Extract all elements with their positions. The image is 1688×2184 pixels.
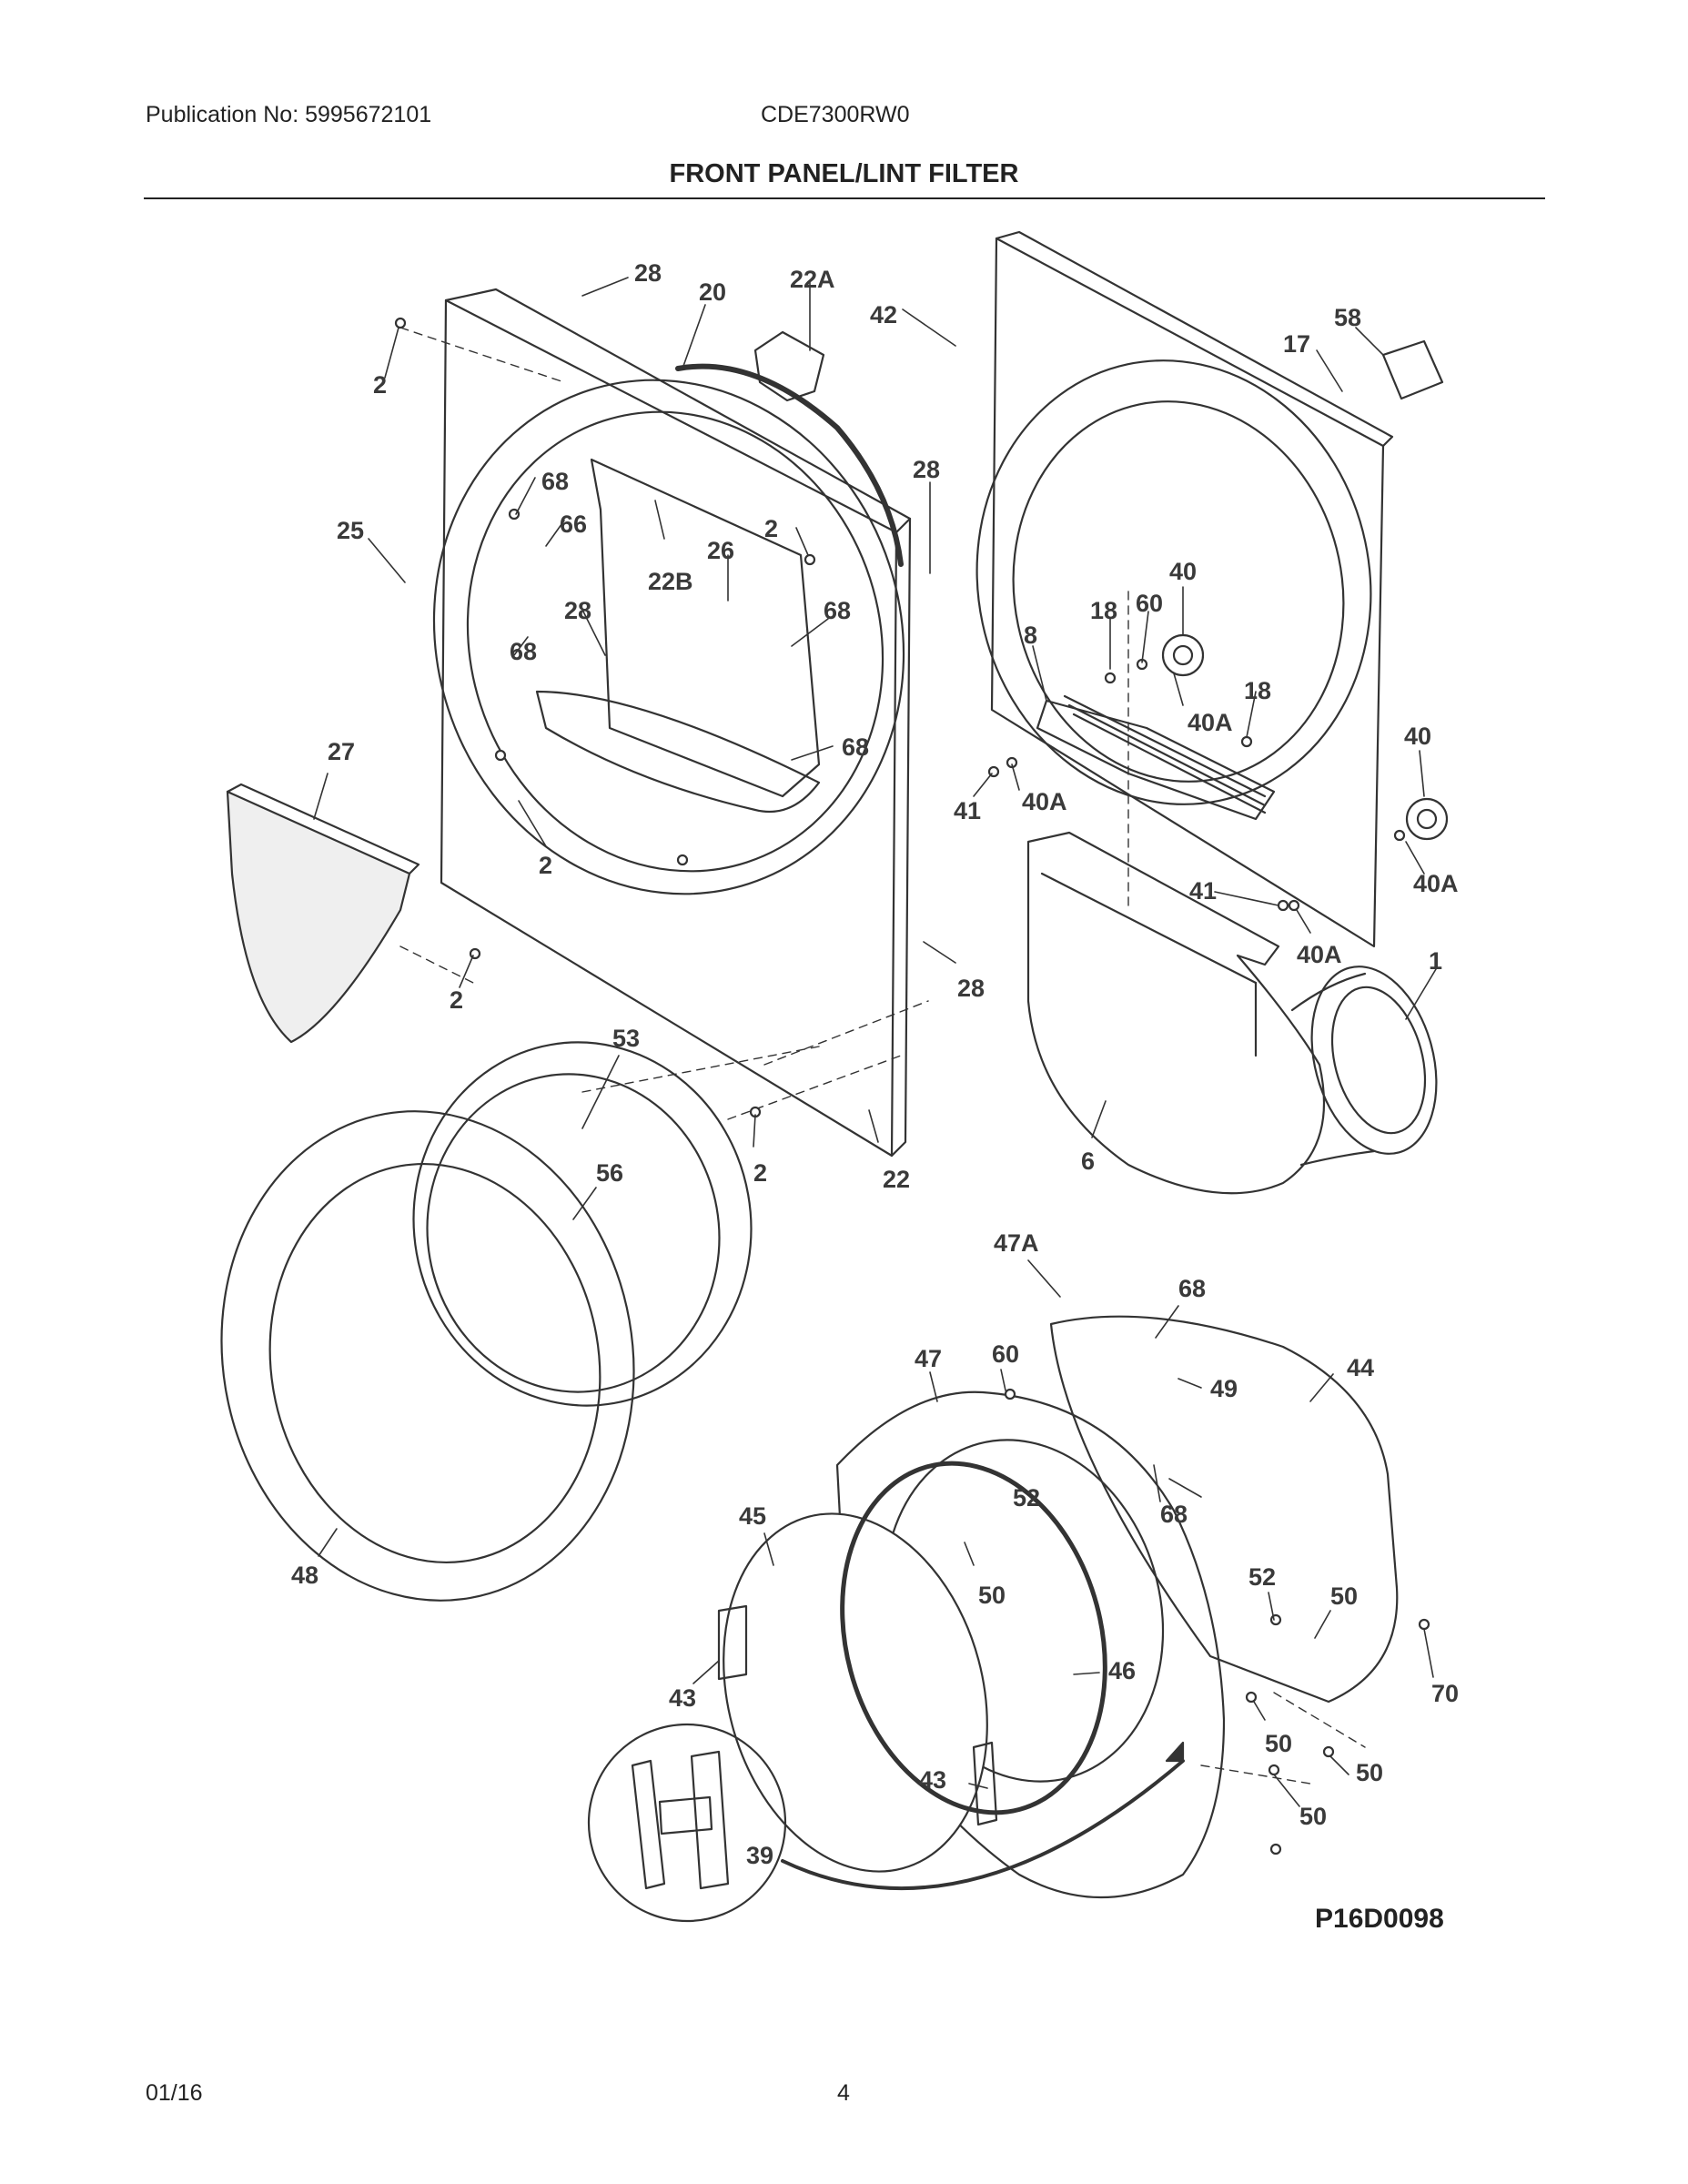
callout-50: 50 xyxy=(1299,1803,1327,1830)
latch-detail-inset xyxy=(587,1723,1185,1923)
callout-20: 20 xyxy=(699,278,726,306)
lint-filter-part xyxy=(226,783,420,1044)
callout-44: 44 xyxy=(1347,1354,1374,1381)
callout-17: 17 xyxy=(1283,330,1310,358)
title-divider xyxy=(144,197,1545,199)
vent-cap-part xyxy=(1405,797,1449,841)
callout-68: 68 xyxy=(1178,1275,1206,1302)
callout-40a: 40A xyxy=(1022,788,1067,815)
callout-40a: 40A xyxy=(1188,709,1233,736)
callout-22a: 22A xyxy=(790,266,835,293)
callout-41: 41 xyxy=(1189,877,1217,905)
callout-47a: 47A xyxy=(994,1229,1039,1257)
callout-47: 47 xyxy=(915,1345,942,1372)
door-outer-part xyxy=(220,1110,635,1602)
callout-28: 28 xyxy=(957,975,985,1002)
footer-date: 01/16 xyxy=(146,2080,203,2106)
rear-bulkhead-part xyxy=(975,230,1394,948)
callout-50: 50 xyxy=(1265,1730,1292,1757)
callout-22b: 22B xyxy=(648,568,693,595)
callout-40: 40 xyxy=(1404,723,1431,750)
lint-duct-part xyxy=(1026,831,1326,1195)
callout-18: 18 xyxy=(1244,677,1271,704)
callout-leader-lines xyxy=(313,277,1437,1807)
page-number: 4 xyxy=(837,2080,850,2106)
callout-52: 52 xyxy=(1013,1484,1040,1512)
callout-46: 46 xyxy=(1108,1657,1136,1684)
door-switch-part xyxy=(753,330,825,402)
callout-68: 68 xyxy=(824,597,851,624)
callout-52: 52 xyxy=(1248,1563,1276,1591)
callout-53: 53 xyxy=(612,1025,640,1052)
callout-41: 41 xyxy=(954,797,981,824)
callout-50: 50 xyxy=(978,1582,1006,1609)
callout-25: 25 xyxy=(337,517,364,544)
callout-68: 68 xyxy=(842,733,869,761)
callout-48: 48 xyxy=(291,1562,318,1589)
callout-39: 39 xyxy=(746,1842,773,1869)
callout-8: 8 xyxy=(1024,622,1037,649)
callout-28: 28 xyxy=(564,597,591,624)
callout-40a: 40A xyxy=(1297,941,1342,968)
sensor-part xyxy=(1381,339,1444,400)
callout-68: 68 xyxy=(510,638,537,665)
front-panel-part xyxy=(432,288,912,1158)
callout-49: 49 xyxy=(1210,1375,1238,1402)
callout-45: 45 xyxy=(739,1502,766,1530)
hinge-part xyxy=(717,1604,748,1681)
callout-2: 2 xyxy=(753,1159,767,1187)
callout-70: 70 xyxy=(1431,1680,1459,1707)
model-number: CDE7300RW0 xyxy=(761,102,910,127)
callout-26: 26 xyxy=(707,537,734,564)
callout-22: 22 xyxy=(883,1166,910,1193)
callout-56: 56 xyxy=(596,1159,623,1187)
callout-68: 68 xyxy=(1160,1501,1188,1528)
callout-18: 18 xyxy=(1090,597,1117,624)
callout-43: 43 xyxy=(919,1766,946,1794)
callout-68: 68 xyxy=(541,468,569,495)
callout-2: 2 xyxy=(539,852,552,879)
callout-28: 28 xyxy=(913,456,940,483)
callout-50: 50 xyxy=(1330,1582,1358,1610)
publication-number: Publication No: 5995672101 xyxy=(146,102,432,127)
callout-60: 60 xyxy=(992,1340,1019,1368)
diagram-code: P16D0098 xyxy=(1315,1904,1444,1934)
page-title: FRONT PANEL/LINT FILTER xyxy=(669,159,1019,188)
callout-6: 6 xyxy=(1081,1148,1095,1175)
callout-58: 58 xyxy=(1334,304,1361,331)
door-gasket-part xyxy=(1049,1315,1399,1704)
callout-40: 40 xyxy=(1169,558,1197,585)
door-window-part xyxy=(723,1461,1107,1873)
callout-40a: 40A xyxy=(1413,870,1459,897)
callout-43: 43 xyxy=(669,1684,696,1712)
callout-50: 50 xyxy=(1356,1759,1383,1786)
callout-1: 1 xyxy=(1429,947,1442,975)
callout-28: 28 xyxy=(634,259,662,287)
callout-2: 2 xyxy=(450,986,463,1014)
callout-2: 2 xyxy=(373,371,387,399)
screw-parts xyxy=(394,317,1430,1855)
duct-seal-part xyxy=(1290,966,1438,1167)
callout-42: 42 xyxy=(870,301,897,329)
gasket-ring-part xyxy=(675,363,904,567)
callout-27: 27 xyxy=(328,738,355,765)
callout-2: 2 xyxy=(764,515,778,542)
hinge-part xyxy=(972,1741,998,1826)
door-inner-frame-part xyxy=(412,1041,753,1407)
callout-66: 66 xyxy=(560,511,587,538)
callout-60: 60 xyxy=(1136,590,1163,617)
